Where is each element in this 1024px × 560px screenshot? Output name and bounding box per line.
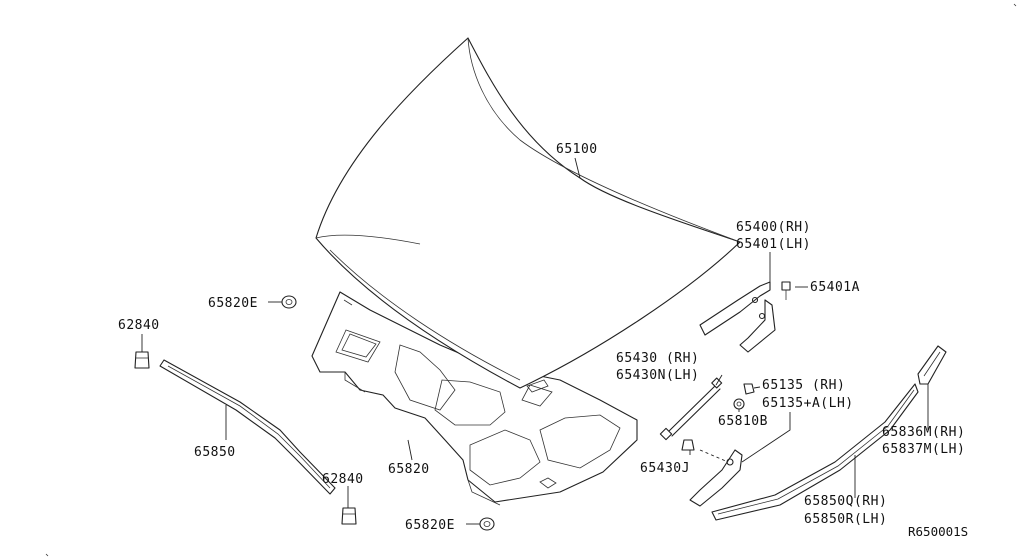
label-hinge-rh: 65400(RH) [736, 220, 811, 235]
rubber-stop-top[interactable] [134, 351, 150, 369]
stay-bracket[interactable] [689, 449, 743, 507]
label-seal-right-rh: 65850Q(RH) [804, 494, 887, 509]
hood-seal-right[interactable] [711, 383, 919, 521]
label-rubber-top: 62840 [118, 318, 160, 333]
hood-stay-rod[interactable] [659, 377, 723, 441]
label-seal-right-lh: 65850R(LH) [804, 512, 887, 527]
label-rubber-bottom: 62840 [322, 472, 364, 487]
stay-clip[interactable] [681, 439, 695, 451]
label-hood: 65100 [556, 142, 598, 157]
nut[interactable] [743, 383, 755, 395]
seal-end-cap[interactable] [917, 345, 947, 385]
label-stay-rh: 65430 (RH) [616, 351, 699, 366]
hood-bumper-top[interactable] [281, 295, 297, 309]
corner-mark [45, 553, 49, 557]
grommet[interactable] [733, 398, 745, 410]
label-grommet: 65810B [718, 414, 768, 429]
hinge-bolt[interactable] [781, 281, 791, 300]
label-seal-left: 65850 [194, 445, 236, 460]
label-hinge-lh: 65401(LH) [736, 237, 811, 252]
corner-mark [1013, 3, 1017, 7]
label-stay-lh: 65430N(LH) [616, 368, 699, 383]
rubber-stop-bottom[interactable] [341, 507, 357, 525]
hood-bumper-bottom[interactable] [479, 517, 495, 531]
label-seal-end-lh: 65837M(LH) [882, 442, 965, 457]
hood-inner-panel[interactable] [311, 291, 638, 506]
label-nut-rh: 65135 (RH) [762, 378, 845, 393]
hood-hinge[interactable] [699, 281, 776, 353]
diagram-reference-code: R650001S [908, 524, 968, 539]
label-nut-lh: 65135+A(LH) [762, 396, 854, 411]
label-insulator: 65820 [388, 462, 430, 477]
label-hinge-bolt: 65401A [810, 280, 860, 295]
hood-panel[interactable] [315, 37, 741, 393]
leader-lines [141, 157, 929, 525]
label-stay-clip: 65430J [640, 461, 690, 476]
label-bumper-bottom: 65820E [405, 518, 455, 533]
label-seal-end-rh: 65836M(RH) [882, 425, 965, 440]
hood-seal-left[interactable] [159, 359, 336, 495]
label-bumper-top: 65820E [208, 296, 258, 311]
